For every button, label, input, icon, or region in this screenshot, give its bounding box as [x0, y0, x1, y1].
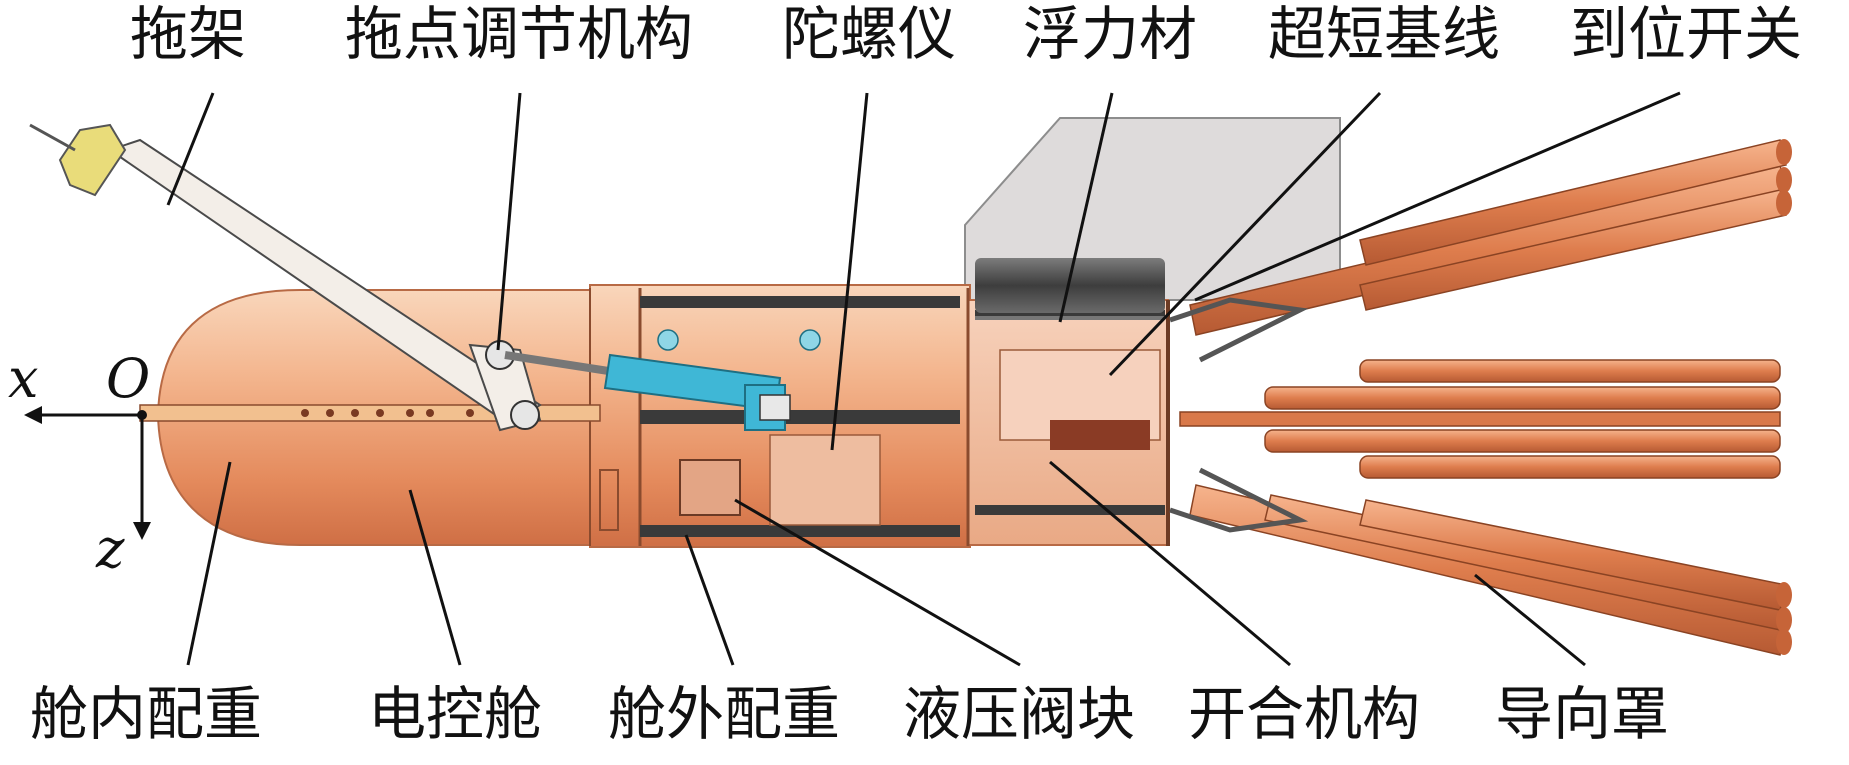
axis-label-z: z: [96, 517, 125, 580]
tow-arm: [107, 138, 542, 427]
middle-guide-pipes: [1179, 359, 1781, 479]
coordinate-axes: [24, 406, 151, 540]
label-external-ballast: 舱外配重: [608, 680, 841, 748]
label-tow-frame: 拖架: [130, 0, 247, 68]
label-opening-mechanism: 开合机构: [1188, 680, 1421, 748]
label-electronic-cabin: 电控舱: [368, 680, 543, 748]
label-tow-point-adjuster: 拖点调节机构: [345, 0, 694, 68]
upper-guide-pipes: [1189, 139, 1792, 336]
label-hydraulic-valve-block: 液压阀块: [903, 680, 1136, 748]
axis-label-x: x: [8, 347, 39, 410]
label-buoyancy-material: 浮力材: [1023, 0, 1198, 68]
label-gyroscope: 陀螺仪: [782, 0, 957, 68]
axis-label-origin: O: [106, 347, 151, 410]
label-limit-switch: 到位开关: [1570, 0, 1803, 68]
label-guide-cover: 导向罩: [1495, 680, 1670, 748]
tow-cap: [58, 123, 127, 197]
float-material: [975, 258, 1165, 313]
label-internal-ballast: 舱内配重: [30, 680, 263, 748]
leader-lines: [166, 91, 1681, 667]
label-usbl: 超短基线: [1268, 0, 1501, 68]
lower-guide-pipes: [1189, 484, 1792, 656]
origin-point: [137, 410, 147, 420]
